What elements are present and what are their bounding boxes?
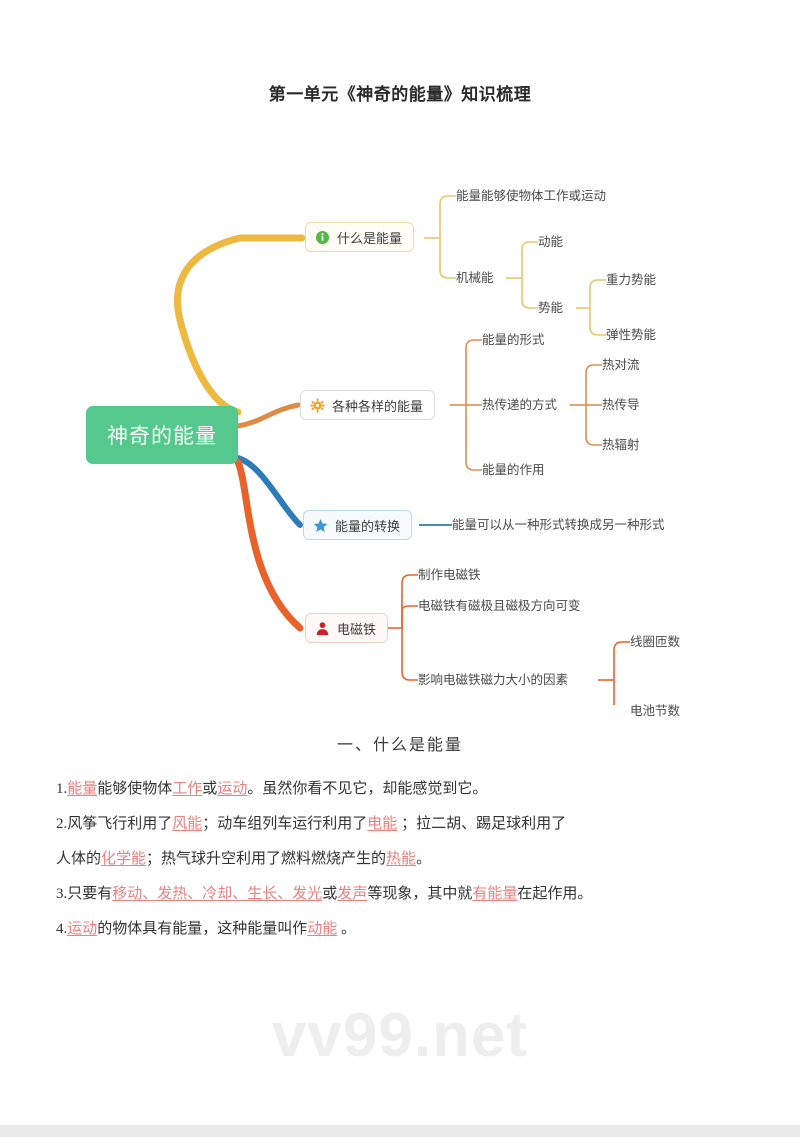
person-icon [315, 621, 330, 636]
highlighted-keyword: 运动 [67, 921, 98, 937]
body-text-line: 2.风筝飞行利用了风能；动车组列车运行利用了电能 ；拉二胡、踢足球利用了 [56, 807, 756, 842]
section-heading: 一、什么是能量 [336, 737, 463, 754]
mindmap-leaf[interactable]: 能量可以从一种形式转换成另一种形式 [452, 518, 665, 532]
mindmap-leaf[interactable]: 重力势能 [606, 273, 657, 287]
mindmap-leaf[interactable]: 热辐射 [602, 438, 640, 452]
page-title: 第一单元《神奇的能量》知识梳理 [268, 85, 532, 104]
star-icon [313, 518, 328, 533]
mindmap: 神奇的能量 什么是能量 能量能够使物体工作或运动 机械能 动能 势能 重力势能 … [0, 160, 800, 717]
line-number: 3. [56, 886, 68, 902]
mindmap-leaf[interactable]: 势能 [538, 301, 564, 315]
mindmap-leaf[interactable]: 能量能够使物体工作或运动 [456, 189, 607, 203]
body-text-segment: 。 [337, 921, 357, 937]
body-text-segment: 。虽然你看不见它，却能感觉到它。 [247, 781, 488, 797]
mindmap-branch-label: 电磁铁 [337, 621, 377, 637]
highlighted-keyword: 电能 [367, 816, 398, 832]
mindmap-leaf[interactable]: 机械能 [456, 271, 494, 285]
body-text-segment: 等现象，其中就 [367, 886, 473, 902]
body-text-segment: 或 [322, 886, 338, 902]
gear-icon [310, 397, 325, 413]
highlighted-keyword: 风能 [172, 816, 203, 832]
mindmap-leaf[interactable]: 制作电磁铁 [418, 568, 481, 582]
mindmap-root-label: 神奇的能量 [107, 425, 217, 448]
body-text-segment: 在起作用。 [517, 886, 593, 902]
mindmap-leaf[interactable]: 能量的形式 [482, 333, 545, 347]
mindmap-leaf[interactable]: 能量的作用 [482, 463, 545, 477]
highlighted-keyword: 工作 [172, 781, 203, 797]
body-text-segment: 只要有 [67, 886, 113, 902]
highlighted-keyword: 有能量 [472, 886, 518, 902]
watermark: vv99.net [271, 1001, 529, 1070]
mindmap-root-node[interactable]: 神奇的能量 [86, 406, 238, 464]
body-text-segment: ；动车组列车运行利用了 [202, 816, 368, 832]
highlighted-keyword: 化学能 [101, 851, 147, 867]
mindmap-connector-lines [174, 195, 630, 705]
line-number: 2. [56, 816, 68, 832]
body-text-segment: 或 [202, 781, 218, 797]
mindmap-leaf[interactable]: 线圈匝数 [630, 635, 681, 649]
info-circle-icon [315, 230, 330, 245]
body-text-line: 4.运动的物体具有能量，这种能量叫作动能 。 [56, 912, 756, 947]
mindmap-leaf[interactable]: 热传导 [602, 398, 640, 412]
highlighted-keyword: 能量 [67, 781, 98, 797]
mindmap-leaf[interactable]: 电池节数 [630, 704, 681, 718]
mindmap-leaf[interactable]: 电磁铁有磁极且磁极方向可变 [418, 599, 581, 613]
body-text-line: 3.只要有移动、发热、冷却、生长、发光或发声等现象，其中就有能量在起作用。 [56, 877, 756, 912]
highlighted-keyword: 热能 [386, 851, 417, 867]
mindmap-leaf[interactable]: 影响电磁铁磁力大小的因素 [418, 673, 569, 687]
highlighted-keyword: 运动 [217, 781, 248, 797]
body-text-segment: 。 [416, 851, 432, 867]
mindmap-leaf[interactable]: 热对流 [602, 358, 640, 372]
body-text-block: 1.能量能够使物体工作或运动。虽然你看不见它，却能感觉到它。2.风筝飞行利用了风… [56, 772, 756, 947]
mindmap-leaf[interactable]: 弹性势能 [606, 328, 657, 342]
mindmap-branch-kinds-of-energy[interactable]: 各种各样的能量 [300, 390, 436, 420]
mindmap-branch-label: 什么是能量 [337, 230, 403, 246]
highlighted-keyword: 发声 [337, 886, 368, 902]
body-text-segment: ；拉二胡、踢足球利用了 [397, 816, 567, 832]
mindmap-branch-electromagnet[interactable]: 电磁铁 [305, 613, 389, 643]
body-text-segment: ；热气球升空利用了燃料燃烧产生的 [146, 851, 387, 867]
mindmap-branch-label: 各种各样的能量 [332, 398, 424, 414]
mindmap-leaf[interactable]: 热传递的方式 [482, 398, 558, 412]
body-text-segment: 能够使物体 [97, 781, 173, 797]
line-number: 1. [56, 781, 68, 797]
body-text-line: 1.能量能够使物体工作或运动。虽然你看不见它，却能感觉到它。 [56, 772, 756, 807]
mindmap-branch-label: 能量的转换 [335, 518, 401, 534]
highlighted-keyword: 移动、发热、冷却、生长、发光 [112, 886, 323, 902]
line-number: 4. [56, 921, 68, 937]
mindmap-branch-energy-conversion[interactable]: 能量的转换 [303, 510, 413, 540]
mindmap-leaf[interactable]: 动能 [538, 235, 564, 249]
body-text-segment: 风筝飞行利用了 [67, 816, 173, 832]
highlighted-keyword: 动能 [307, 921, 338, 937]
body-text-line: 人体的化学能；热气球升空利用了燃料燃烧产生的热能。 [56, 842, 756, 877]
body-text-segment: 的物体具有能量，这种能量叫作 [97, 921, 308, 937]
body-text-segment: 人体的 [56, 851, 102, 867]
mindmap-branch-what-is-energy[interactable]: 什么是能量 [305, 222, 415, 252]
page-bottom-edge [0, 1125, 800, 1137]
